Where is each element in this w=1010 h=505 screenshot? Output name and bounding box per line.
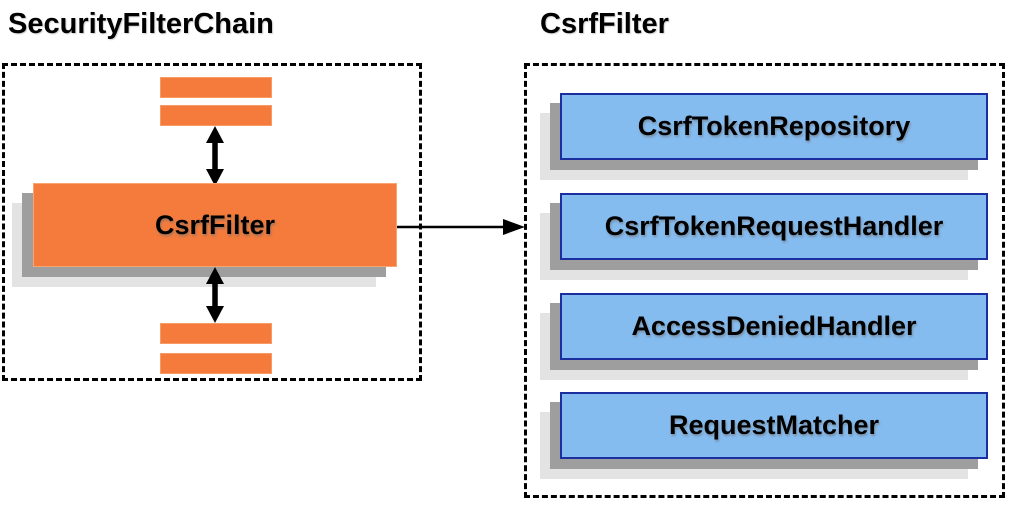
filter-placeholder-bar	[160, 105, 272, 126]
filter-placeholder-bar	[160, 323, 272, 344]
left-panel-title: SecurityFilterChain	[8, 8, 274, 40]
component-label: AccessDeniedHandler	[631, 311, 917, 341]
component-box-access-denied-handler: AccessDeniedHandler	[560, 293, 988, 360]
component-box-csrf-token-repository: CsrfTokenRepository	[560, 93, 988, 160]
vertical-double-arrow-icon	[206, 267, 224, 323]
filter-placeholder-bar	[160, 77, 272, 98]
component-box-csrf-token-request-handler: CsrfTokenRequestHandler	[560, 193, 988, 260]
csrf-filter-label: CsrfFilter	[154, 209, 276, 240]
component-label: CsrfTokenRepository	[637, 111, 911, 141]
component-label: RequestMatcher	[668, 410, 880, 440]
csrf-filter-panel: CsrfTokenRepository CsrfTokenRequestHand…	[524, 63, 1005, 498]
security-filter-chain-panel: CsrfFilter	[2, 63, 422, 381]
right-arrow-icon	[397, 219, 525, 235]
component-label: CsrfTokenRequestHandler	[604, 211, 944, 241]
component-box-request-matcher: RequestMatcher	[560, 392, 988, 459]
vertical-double-arrow-icon	[206, 126, 224, 186]
csrf-filter-box: CsrfFilter	[33, 183, 397, 267]
right-panel-title: CsrfFilter	[540, 8, 669, 40]
filter-placeholder-bar	[160, 353, 272, 374]
